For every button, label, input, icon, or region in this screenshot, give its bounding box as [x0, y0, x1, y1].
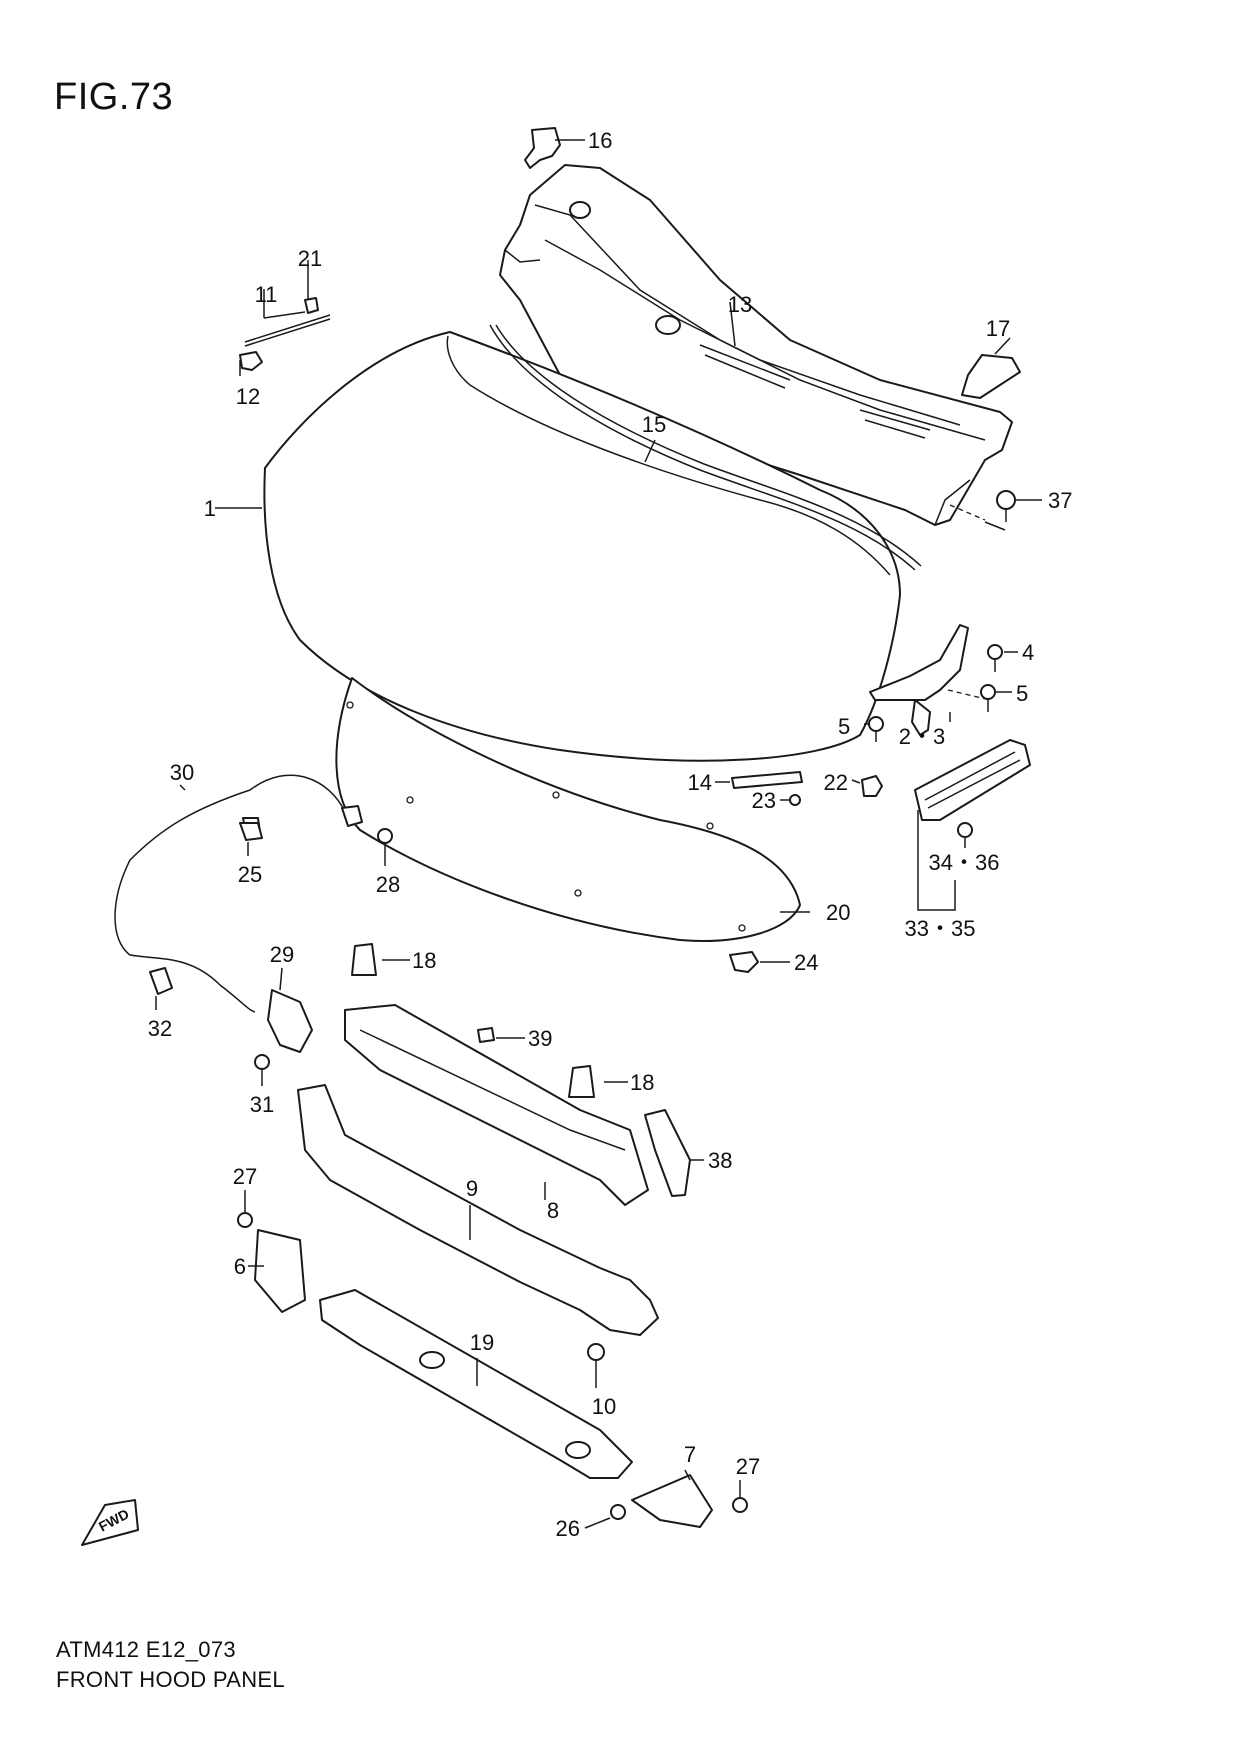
callout: 39: [528, 1026, 552, 1051]
callout: 7: [684, 1442, 696, 1467]
part-32-clip: [149, 967, 173, 995]
part-27-bolt-right: [732, 1497, 748, 1513]
fwd-direction-icon: FWD: [81, 1499, 139, 1546]
part-23-screw: [789, 794, 801, 806]
callout: 4: [1022, 640, 1034, 665]
callout: 22: [824, 770, 848, 795]
part-2-3-hood-hinge: [869, 624, 969, 736]
callout: 26: [556, 1516, 580, 1541]
part-7-bracket: [631, 1474, 713, 1528]
callout: 18: [630, 1070, 654, 1095]
callout: 8: [547, 1198, 559, 1223]
part-19-cross-member: [319, 1289, 633, 1479]
part-20-hood-insulator: [335, 677, 801, 942]
callout: 27: [736, 1454, 760, 1479]
part-38-bracket: [644, 1109, 691, 1197]
part-29-hood-lock: [267, 989, 313, 1053]
callout: 32: [148, 1016, 172, 1041]
callout: 31: [250, 1092, 274, 1117]
callout: 23: [752, 788, 776, 813]
part-31-bolt: [254, 1054, 270, 1070]
callout: 37: [1048, 488, 1072, 513]
part-5-bolt-left: [868, 716, 884, 742]
callout: 5: [1016, 681, 1028, 706]
part-34-36-clip: [957, 822, 973, 838]
callout: 20: [826, 900, 850, 925]
callout: 15: [642, 412, 666, 437]
callout: 14: [688, 770, 712, 795]
callout: 13: [728, 292, 752, 317]
part-18-bumper-right: [568, 1065, 595, 1098]
part-26-bolt: [610, 1504, 626, 1520]
callout: 34・36: [929, 850, 1000, 875]
part-16-bracket: [524, 127, 561, 169]
callout: 5: [838, 714, 850, 739]
callout: 28: [376, 872, 400, 897]
part-13-cowl-top-panel: [499, 164, 1013, 526]
callout: 12: [236, 384, 260, 409]
part-25-clip: [239, 822, 263, 841]
figure-title: FIG.73: [54, 76, 174, 118]
part-27-bolt-left: [237, 1212, 253, 1228]
callout: 9: [466, 1176, 478, 1201]
part-10-bolt: [587, 1343, 605, 1361]
callout-labels: 1 2・3 4 5 5 6 7 8 9 10 11 12 13 14 15 16…: [148, 128, 1073, 1541]
callout: 27: [233, 1164, 257, 1189]
part-22-grommet: [861, 775, 883, 797]
part-15-hood-seal: [489, 324, 922, 571]
part-24-clip: [729, 951, 759, 973]
callout: 10: [592, 1394, 616, 1419]
part-9-lower-member: [297, 1084, 659, 1336]
callout: 24: [794, 950, 818, 975]
part-18-bumper-left: [351, 943, 377, 976]
part-28-bolt: [377, 828, 393, 844]
callout: 11: [255, 282, 278, 307]
part-14-plate: [731, 771, 803, 789]
part-4-bolt: [987, 644, 1003, 672]
callout: 21: [298, 246, 322, 271]
callout: 25: [238, 862, 262, 887]
callout: 33・35: [905, 916, 976, 941]
callout: 6: [234, 1254, 246, 1279]
leader-lines: [155, 139, 1042, 1529]
callout: 17: [986, 316, 1010, 341]
part-39-pad: [477, 1027, 495, 1043]
figure-code: ATM412 E12_073: [56, 1637, 236, 1662]
callout: 38: [708, 1148, 732, 1173]
part-37-clip: [996, 490, 1016, 522]
figure-name: FRONT HOOD PANEL: [56, 1667, 285, 1692]
part-8-upper-member: [344, 1004, 649, 1206]
callout: 18: [412, 948, 436, 973]
part-17-bracket: [961, 354, 1021, 399]
part-6-bracket: [254, 1229, 306, 1313]
callout: 16: [588, 128, 612, 153]
part-33-35-side-louver: [914, 739, 1031, 821]
part-1-hood-panel: [263, 331, 901, 762]
part-11-hood-support-rod: [239, 297, 331, 371]
callout: 29: [270, 942, 294, 967]
callout: 30: [170, 760, 194, 785]
callout: 2・3: [899, 724, 945, 749]
callout: 1: [204, 496, 216, 521]
callout: 19: [470, 1330, 494, 1355]
